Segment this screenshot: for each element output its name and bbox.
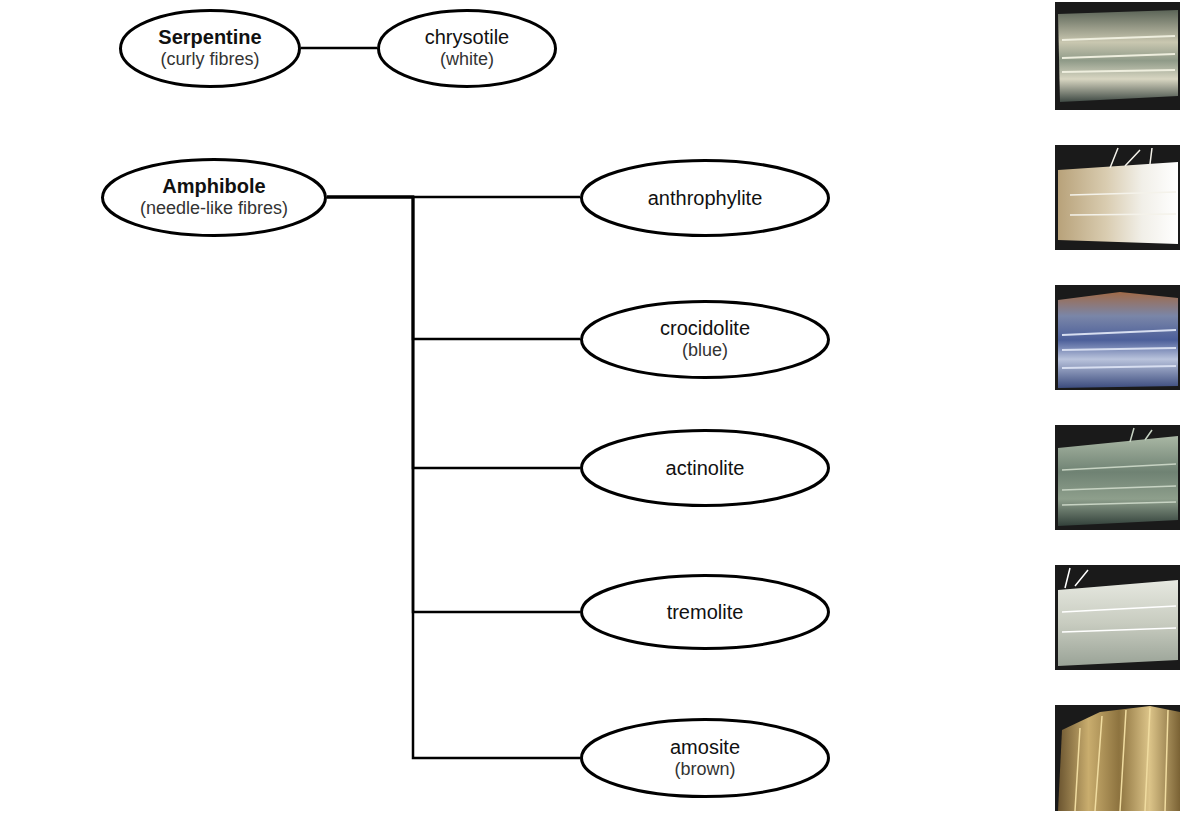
mineral-sample [1058,162,1178,244]
group-ellipse: Amphibole(needle-like fibres) [101,158,327,237]
ellipse-shape [582,576,829,649]
node-subtitle: (brown) [674,759,735,781]
ellipse-shape [582,431,829,506]
fibre-streaks [1062,36,1175,72]
type-ellipse: actinolite [580,429,830,507]
tree-connector [327,197,580,612]
ellipse-shape [379,10,556,86]
tree-connector [327,197,580,758]
type-ellipse: chrysotile(white) [377,9,557,88]
node-title: crocidolite [660,316,750,340]
chrysotile-photo [1055,2,1180,110]
node-subtitle: (white) [440,49,494,71]
type-ellipse: crocidolite(blue) [580,300,830,379]
node-title: amosite [670,735,740,759]
node-title: Amphibole [162,174,265,198]
node-subtitle: (needle-like fibres) [140,198,288,220]
node-subtitle: (curly fibres) [160,49,259,71]
ellipse-shape [103,159,326,235]
type-ellipse: anthrophylite [580,159,830,237]
ellipse-shape [582,720,829,797]
actinolite-photo [1055,425,1180,530]
mineral-sample [1058,10,1178,102]
photo-ground [1055,285,1180,390]
photo-ground [1055,565,1180,670]
tree-connector [327,197,580,339]
photo-ground [1055,2,1180,110]
node-title: Serpentine [158,25,261,49]
anthrophylite-photo [1055,145,1180,250]
fibre-streaks [1075,708,1168,811]
photo-ground [1055,425,1180,530]
node-title: chrysotile [425,25,509,49]
ellipse-shape [582,301,829,377]
fibre-streaks [1062,568,1176,632]
ellipse-shape [582,161,829,236]
fibre-streaks [1062,428,1176,505]
tree-connector [327,197,580,468]
group-ellipse: Serpentine(curly fibres) [119,9,301,88]
tree-connector [301,47,377,50]
node-title: anthrophylite [648,186,763,210]
node-title: actinolite [666,456,745,480]
fibre-streaks [1062,330,1176,368]
mineral-sample [1058,580,1178,666]
mineral-sample [1058,436,1178,526]
type-ellipse: amosite(brown) [580,718,830,798]
fibre-streaks [1070,148,1176,215]
mineral-sample [1058,706,1180,811]
amosite-photo [1055,705,1180,811]
node-title: tremolite [667,600,744,624]
tremolite-photo [1055,565,1180,670]
crocidolite-photo [1055,285,1180,390]
photo-ground [1055,705,1180,811]
photo-ground [1055,145,1180,250]
type-ellipse: tremolite [580,574,830,650]
mineral-sample [1058,292,1178,388]
ellipse-shape [121,10,300,86]
node-subtitle: (blue) [682,340,728,362]
